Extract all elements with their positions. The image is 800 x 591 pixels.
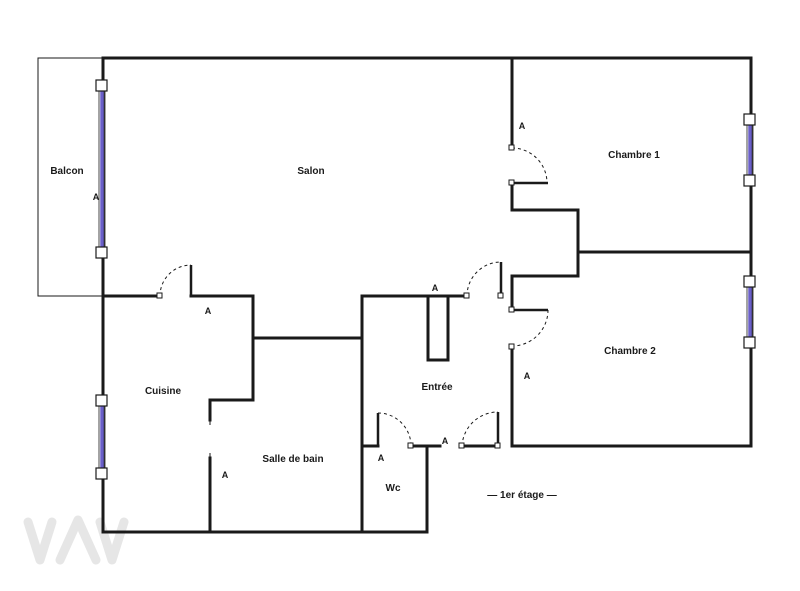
- door-entree: [458, 411, 501, 449]
- room-label-chambre2: Chambre 2: [604, 346, 656, 357]
- marker-balcon-window: A: [93, 192, 100, 202]
- room-label-salle-de-bain: Salle de bain: [262, 454, 323, 465]
- door-chambre2: [508, 306, 549, 350]
- window-cuisine: [95, 394, 108, 480]
- window-balcon: [95, 79, 108, 259]
- marker-entree-top: A: [432, 283, 439, 293]
- room-label-wc: Wc: [386, 483, 401, 494]
- window-chambre1: [743, 113, 756, 187]
- door-entree-salon: [463, 261, 504, 299]
- room-label-entree: Entrée: [421, 382, 453, 393]
- marker-wc-door: A: [378, 453, 385, 463]
- marker-sdb-wall: A: [222, 470, 229, 480]
- window-chambre2: [743, 275, 756, 349]
- door-wc: [376, 412, 414, 449]
- marker-entree-door: A: [442, 436, 449, 446]
- door-salon: [156, 264, 193, 299]
- walls: [101, 56, 753, 534]
- marker-salon-door: A: [205, 306, 212, 316]
- marker-chambre2-door: A: [524, 371, 531, 381]
- floor-label: — 1er étage —: [487, 490, 556, 501]
- room-label-salon: Salon: [297, 166, 324, 177]
- door-chambre1: [508, 144, 548, 186]
- balcony-outline: [37, 57, 103, 297]
- agency-logo-icon: [23, 515, 129, 565]
- room-label-balcon: Balcon: [50, 166, 83, 177]
- room-label-chambre1: Chambre 1: [608, 150, 660, 161]
- marker-chambre1-door: A: [519, 121, 526, 131]
- room-label-cuisine: Cuisine: [145, 386, 182, 397]
